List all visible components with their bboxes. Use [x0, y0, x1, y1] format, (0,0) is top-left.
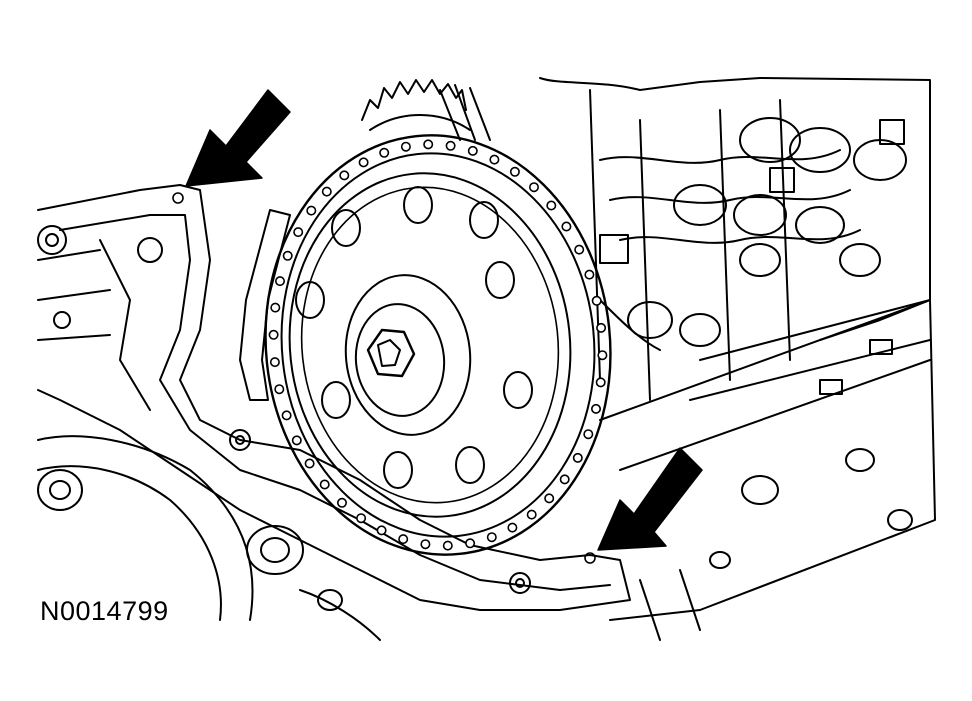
chain-link: [584, 269, 595, 280]
chain-link: [489, 154, 500, 165]
chain-link: [583, 429, 594, 440]
chain-link: [442, 540, 453, 551]
callout-arrow-lower-right: [584, 447, 703, 564]
chain-link: [561, 221, 572, 232]
chain-link: [293, 227, 304, 238]
chain-link: [304, 458, 315, 469]
chain-link: [528, 182, 539, 193]
drive-gear: [361, 79, 491, 141]
chain-link: [339, 170, 350, 181]
chain-link: [358, 157, 369, 168]
chain-link: [321, 186, 332, 197]
chain-link: [591, 295, 602, 306]
chain-link: [306, 205, 317, 216]
camshaft-assembly: [539, 77, 931, 401]
chain-link: [268, 329, 279, 340]
chain-link: [420, 539, 431, 550]
chain-link: [400, 141, 411, 152]
chain-link: [274, 276, 285, 287]
chain-link: [597, 350, 608, 361]
chain-link: [546, 200, 557, 211]
chain-link: [336, 497, 347, 508]
lower-housing: [37, 435, 381, 641]
chain-link: [509, 166, 520, 177]
chain-link: [274, 384, 285, 395]
chain-guide: [239, 209, 291, 401]
chain-link: [270, 302, 281, 313]
chain-link: [319, 479, 330, 490]
chain-link: [356, 513, 367, 524]
chain-link: [281, 410, 292, 421]
chain-link: [291, 435, 302, 446]
chain-link: [507, 522, 518, 533]
chain-link: [376, 525, 387, 536]
chain-link: [574, 244, 585, 255]
chain-link: [465, 538, 476, 549]
chain-link: [282, 250, 293, 261]
chain-link: [423, 139, 434, 150]
front-cover-flange: [37, 184, 631, 611]
chain-link: [596, 322, 607, 333]
chain-link: [559, 474, 570, 485]
chain-link: [572, 452, 583, 463]
chain-link: [526, 509, 537, 520]
camshaft-sprocket: [264, 134, 612, 556]
chain-link: [486, 532, 497, 543]
chain-link: [445, 140, 456, 151]
callout-arrow-upper-left: [172, 89, 291, 204]
chain-link: [595, 377, 606, 388]
chain-link: [269, 357, 280, 368]
chain-link: [544, 493, 555, 504]
chain-link: [398, 534, 409, 545]
chain-link: [590, 403, 601, 414]
figure-code: N0014799: [40, 596, 169, 626]
cylinder-head: [599, 299, 936, 641]
chain-link: [379, 147, 390, 158]
timing-chain: [268, 139, 608, 551]
chain-link: [467, 145, 478, 156]
